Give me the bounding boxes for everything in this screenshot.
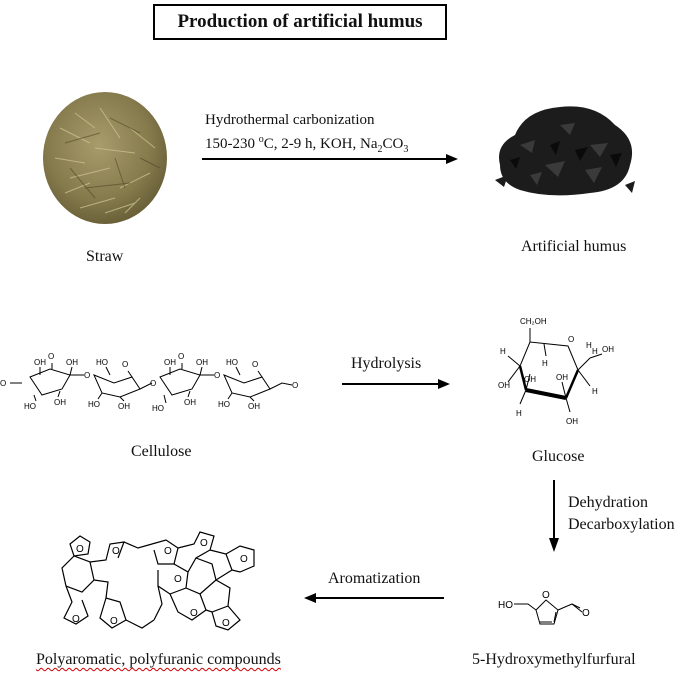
svg-text:H: H bbox=[586, 341, 592, 350]
svg-text:HO: HO bbox=[226, 358, 238, 367]
aromatization-arrow bbox=[304, 593, 444, 603]
svg-text:H: H bbox=[516, 409, 522, 418]
degree-symbol: o bbox=[258, 134, 264, 145]
svg-text:O: O bbox=[252, 360, 258, 369]
poly-label-text: Polyaromatic, polyfuranic compounds bbox=[36, 651, 281, 668]
artificial-humus-image bbox=[495, 106, 635, 196]
svg-text:H: H bbox=[500, 347, 506, 356]
artificial-humus-label: Artificial humus bbox=[521, 238, 627, 255]
svg-text:HO: HO bbox=[96, 358, 108, 367]
svg-text:OH: OH bbox=[602, 345, 614, 354]
hmf-ring-o: O bbox=[542, 590, 550, 601]
svg-text:HO: HO bbox=[218, 400, 230, 409]
svg-text:O: O bbox=[112, 546, 120, 557]
dehydration-label: Dehydration bbox=[568, 494, 648, 511]
decarboxylation-label: Decarboxylation bbox=[568, 516, 675, 533]
svg-text:O: O bbox=[110, 616, 118, 627]
glucose-structure: CH₂OH O H H OH OH H OH OH H OH H H bbox=[498, 317, 614, 426]
svg-text:O: O bbox=[164, 546, 172, 557]
svg-text:O: O bbox=[568, 335, 574, 344]
svg-text:O: O bbox=[214, 371, 220, 380]
svg-text:O: O bbox=[190, 608, 198, 619]
hydrolysis-arrow bbox=[342, 379, 450, 389]
hmf-label: 5-Hydroxymethylfurfural bbox=[472, 651, 636, 668]
cellulose-label: Cellulose bbox=[131, 443, 192, 460]
svg-text:OH: OH bbox=[164, 358, 176, 367]
straw-label: Straw bbox=[86, 248, 124, 265]
hmf-ho: HO bbox=[498, 600, 513, 611]
hydrothermal-conditions: 150-230 oC, 2-9 h, KOH, Na2CO3 bbox=[205, 130, 408, 160]
subscript-2: 2 bbox=[377, 144, 383, 155]
svg-text:O: O bbox=[292, 381, 298, 390]
hydrolysis-label: Hydrolysis bbox=[351, 355, 422, 372]
svg-text:O: O bbox=[48, 352, 54, 361]
svg-text:OH: OH bbox=[34, 358, 46, 367]
hmf-structure: HO O O bbox=[498, 590, 590, 625]
svg-text:OH: OH bbox=[556, 373, 568, 382]
glucose-label: Glucose bbox=[532, 448, 585, 465]
svg-text:H: H bbox=[542, 359, 548, 368]
svg-text:OH: OH bbox=[118, 402, 130, 411]
svg-text:O: O bbox=[222, 618, 230, 629]
svg-text:O: O bbox=[84, 371, 90, 380]
svg-text:OH: OH bbox=[524, 375, 536, 384]
glucose-ch2oh: CH₂OH bbox=[520, 317, 547, 326]
svg-text:HO: HO bbox=[24, 402, 36, 411]
svg-text:OH: OH bbox=[66, 358, 78, 367]
condition-co: CO bbox=[382, 136, 404, 152]
hmf-aldehyde-o: O bbox=[582, 608, 590, 619]
subscript-3: 3 bbox=[403, 144, 409, 155]
svg-text:O: O bbox=[76, 544, 84, 555]
svg-text:H: H bbox=[592, 347, 598, 356]
svg-text:OH: OH bbox=[498, 381, 510, 390]
condition-rest: C, 2-9 h, KOH, Na bbox=[263, 136, 378, 152]
svg-text:O: O bbox=[174, 574, 182, 585]
poly-label: Polyaromatic, polyfuranic compounds bbox=[36, 651, 281, 669]
svg-text:OH: OH bbox=[196, 358, 208, 367]
cellulose-o-text: O bbox=[0, 379, 6, 388]
svg-text:HO: HO bbox=[152, 404, 164, 413]
aromatization-label: Aromatization bbox=[328, 570, 421, 587]
straw-image bbox=[43, 92, 167, 224]
polyaromatic-structure: O O O O O O O O O O bbox=[61, 531, 255, 631]
svg-text:O: O bbox=[72, 614, 80, 625]
cellulose-structure: O OH O OH HO OH O HO O HO OH O OH O OH H… bbox=[0, 352, 298, 413]
hydrothermal-arrow bbox=[202, 154, 458, 164]
condition-temperature: 150-230 bbox=[205, 136, 255, 152]
svg-text:OH: OH bbox=[566, 417, 578, 426]
svg-text:OH: OH bbox=[248, 402, 260, 411]
svg-text:O: O bbox=[178, 352, 184, 361]
svg-text:OH: OH bbox=[184, 398, 196, 407]
svg-text:O: O bbox=[240, 554, 248, 565]
hydrothermal-label: Hydrothermal carbonization bbox=[205, 112, 375, 128]
svg-text:O: O bbox=[200, 538, 208, 549]
svg-text:HO: HO bbox=[88, 400, 100, 409]
svg-text:OH: OH bbox=[54, 398, 66, 407]
svg-text:O: O bbox=[122, 360, 128, 369]
svg-text:H: H bbox=[592, 387, 598, 396]
svg-text:O: O bbox=[150, 379, 156, 388]
diagram-title: Production of artificial humus bbox=[153, 4, 447, 40]
dehydration-arrow bbox=[549, 480, 559, 552]
